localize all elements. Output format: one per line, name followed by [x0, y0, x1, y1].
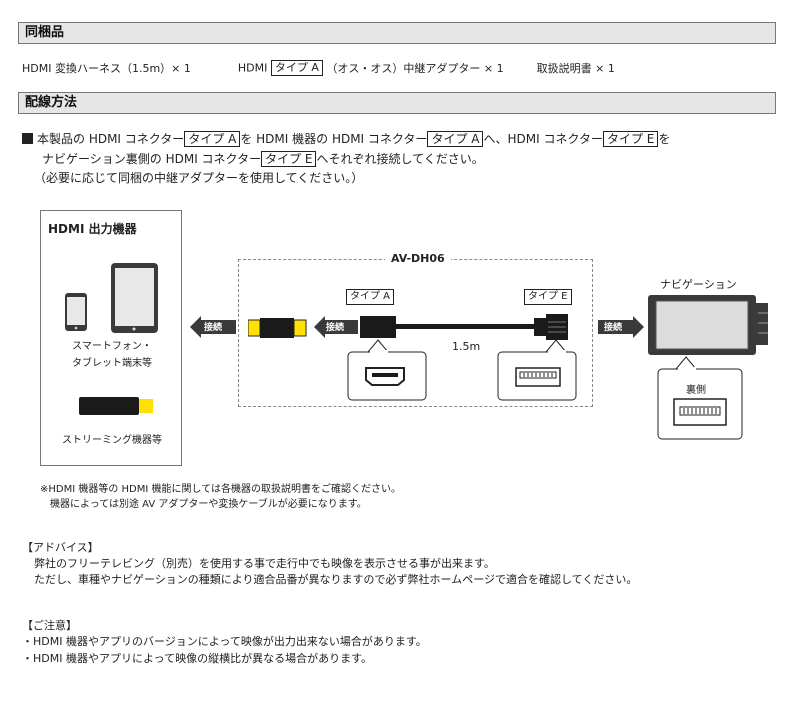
- contents-list: HDMI 変換ハーネス（1.5m）× 1 HDMI タイプ A （オス・オス）中…: [22, 60, 615, 76]
- type-a-box: タイプ A: [427, 131, 484, 147]
- advice-title: 【アドバイス】: [22, 541, 99, 554]
- connect-label-3: 接続: [604, 323, 623, 333]
- caution-title: 【ご注意】: [22, 619, 77, 632]
- smartphone-tablet-label-1: スマートフォン・: [72, 341, 152, 352]
- connect-arrow-left-icon: [190, 316, 236, 338]
- note-line-2: 機器によっては別途 AV アダプターや変換ケーブルが必要になります。: [50, 499, 367, 510]
- cable-type-a-tag: タイプ A: [346, 289, 395, 305]
- section-header-wiring: 配線方法: [18, 92, 776, 114]
- product-model-name: AV-DH06: [385, 252, 451, 265]
- navigation-back-label: 裏側: [686, 385, 706, 396]
- hdmi-cable-diagram: [347, 314, 577, 401]
- smartphone-tablet-label-2: タブレット端末等: [72, 358, 152, 369]
- navigation-unit-icon: [648, 295, 768, 440]
- type-e-box: タイプ E: [602, 131, 659, 147]
- caution-line-2: ・HDMI 機器やアプリによって映像の縦横比が異なる場合があります。: [22, 652, 372, 665]
- caution-line-1: ・HDMI 機器やアプリのバージョンによって映像が出力出来ない場合があります。: [22, 635, 427, 648]
- note-line-1: ※HDMI 機器等の HDMI 機能に関しては各機器の取扱説明書をご確認ください…: [40, 484, 402, 495]
- contents-item-adapter-type-box: タイプ A: [270, 60, 323, 76]
- streaming-device-label: ストリーミング機器等: [62, 435, 162, 446]
- cable-length-label: 1.5m: [452, 340, 481, 353]
- contents-item-manual: 取扱説明書 × 1: [536, 62, 615, 75]
- advice-line-2: ただし、車種やナビゲーションの種類により適合品番が異なりますので必ず弊社ホームペ…: [34, 573, 638, 586]
- bullet-square-icon: [22, 133, 33, 144]
- contents-item-harness: HDMI 変換ハーネス（1.5m）× 1: [22, 62, 191, 75]
- connect-arrow-left-icon: [314, 316, 358, 338]
- instruction-line-3: （必要に応じて同梱の中継アダプターを使用してください。）: [34, 171, 364, 185]
- section-header-contents: 同梱品: [18, 22, 776, 44]
- tablet-icon: [111, 263, 158, 333]
- navigation-title: ナビゲーション: [660, 278, 737, 291]
- type-e-box: タイプ E: [261, 151, 317, 167]
- connect-arrow-right-icon: [598, 316, 644, 338]
- relay-adapter-icon: [248, 318, 307, 338]
- streaming-stick-icon: [79, 397, 153, 415]
- cable-type-e-tag: タイプ E: [524, 289, 572, 305]
- contents-item-adapter-prefix: HDMI: [237, 61, 268, 75]
- connect-label-1: 接続: [204, 323, 223, 333]
- advice-line-1: 弊社のフリーテレビング（別売）を使用する事で走行中でも映像を表示させる事が出来ま…: [34, 557, 495, 570]
- smartphone-icon: [65, 293, 87, 331]
- contents-item-adapter-suffix: （オス・オス）中継アダプター × 1: [326, 62, 504, 75]
- devices-title: HDMI 出力機器: [48, 222, 137, 236]
- hdmi-output-devices-box: HDMI 出力機器 スマートフォン・ タブレット端末等 ストリーミング機器等: [40, 210, 182, 466]
- devices-illustration: [65, 263, 158, 415]
- connect-label-2: 接続: [326, 323, 345, 333]
- type-a-box: タイプ A: [184, 131, 241, 147]
